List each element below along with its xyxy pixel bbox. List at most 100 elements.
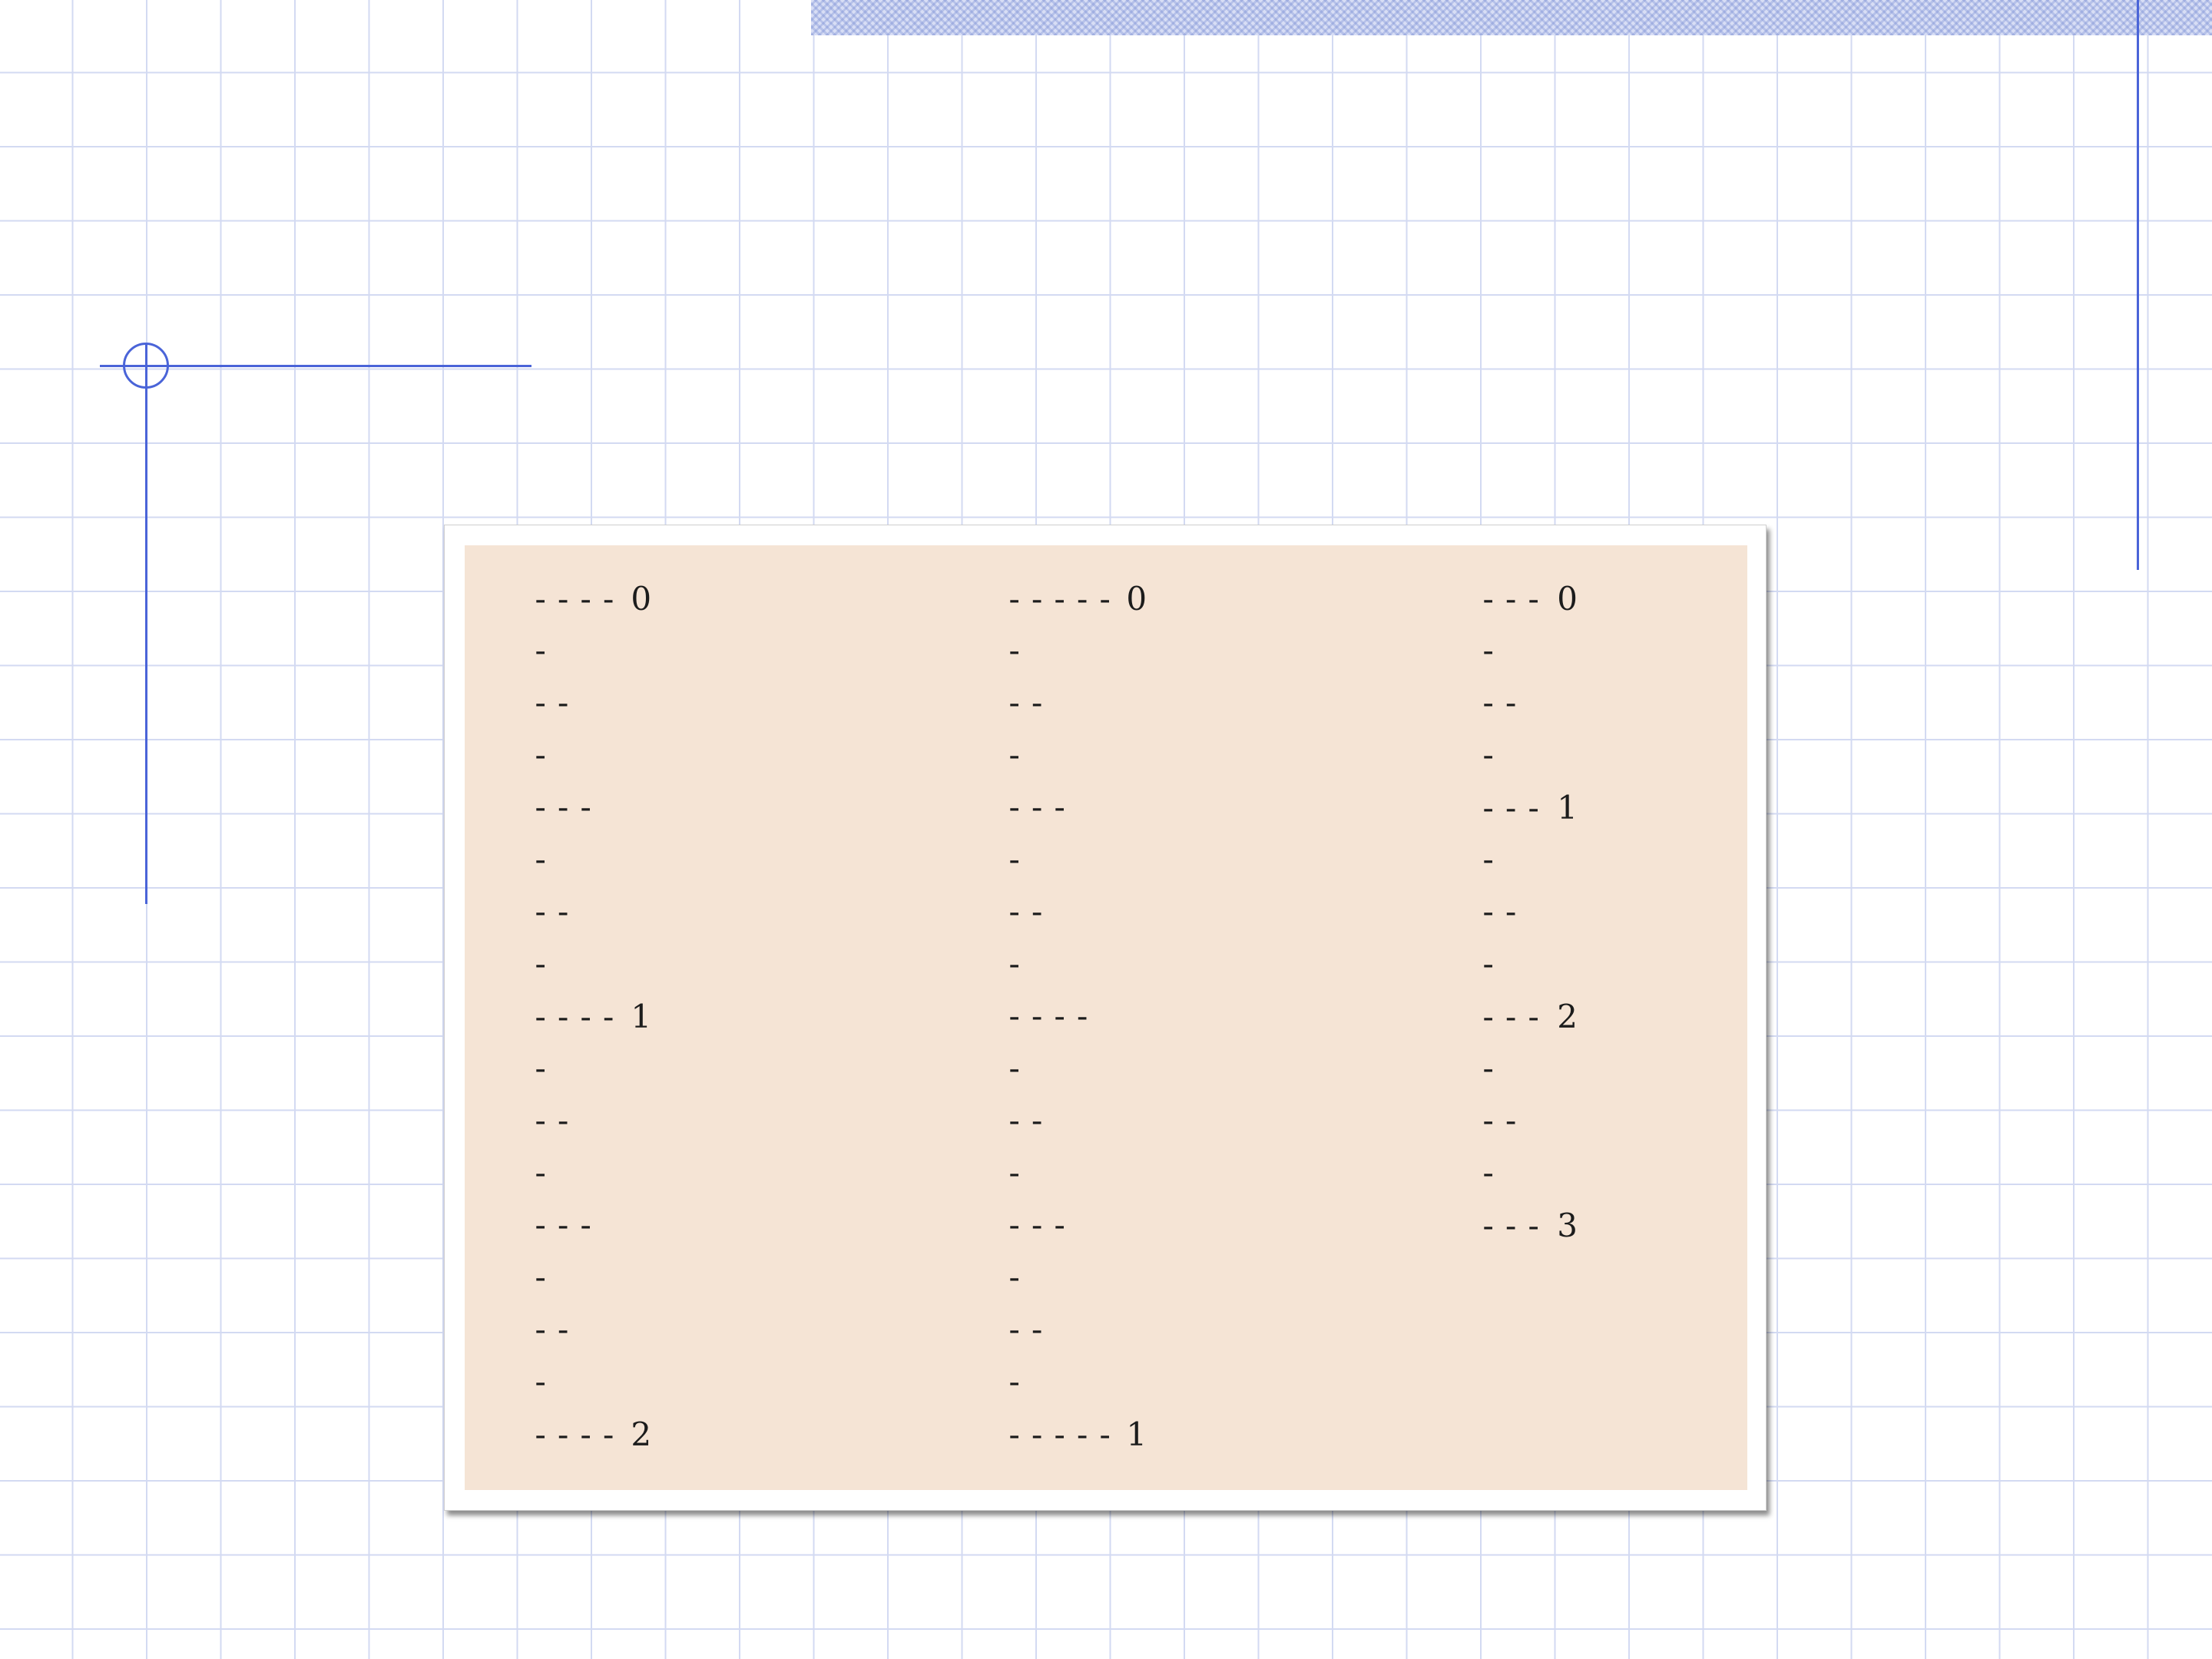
tick-dashes: -- (1479, 686, 1524, 721)
tick-dashes: - (1479, 1156, 1502, 1191)
tick-dashes: - (1005, 1051, 1028, 1087)
ruler-tick: -- (1005, 886, 1048, 939)
ruler-panel: ----0---------------1---------------2 --… (465, 545, 1747, 1490)
ruler-tick: - (531, 939, 552, 991)
tick-dashes: - (1005, 843, 1028, 878)
ruler-tick: ---2 (1479, 991, 1578, 1043)
tick-dashes: - (1479, 843, 1502, 878)
header-decoration-band (811, 0, 2212, 35)
ruler-tick: - (1479, 730, 1500, 782)
tick-dashes: ---- (531, 1418, 621, 1453)
ruler-tick: -----1 (1005, 1409, 1147, 1461)
ruler-tick: --- (1005, 1200, 1069, 1252)
tick-label: 2 (1557, 998, 1578, 1035)
tick-label: 1 (1557, 789, 1578, 826)
ruler-tick: -- (1479, 1095, 1522, 1147)
tick-dashes: -- (531, 1104, 576, 1139)
ruler-tick: ---- 2 (531, 1409, 651, 1461)
tick-dashes: ----- (1005, 582, 1118, 618)
ruler-tick: -- (531, 1095, 574, 1147)
tick-dashes: - (531, 947, 554, 982)
tick-dashes: -- (1005, 1313, 1050, 1348)
ruler-tick: -- (1479, 677, 1522, 730)
tick-dashes: -- (531, 1313, 576, 1348)
tick-dashes: --- (531, 1208, 599, 1243)
ruler-tick: - (1005, 834, 1026, 886)
ruler-tick: - (1005, 1147, 1026, 1200)
ruler-tick: - (531, 625, 552, 677)
tick-dashes: - (1005, 1156, 1028, 1191)
tick-label: 0 (1557, 580, 1578, 618)
tick-dashes: --- (1479, 791, 1547, 826)
ruler-tick: - (531, 1356, 552, 1409)
tick-label: 1 (631, 998, 652, 1035)
ruler-figure: ----0---------------1---------------2 --… (444, 525, 1767, 1511)
tick-dashes: --- (1479, 1209, 1547, 1244)
tick-dashes: - (1005, 947, 1028, 982)
ruler-tick: -- (531, 1304, 574, 1356)
tick-dashes: - (531, 1051, 554, 1087)
tick-dashes: --- (531, 790, 599, 826)
ruler-tick: - (1005, 730, 1026, 782)
tick-dashes: -- (1479, 895, 1524, 930)
tick-label: 2 (631, 1416, 652, 1453)
tick-dashes: ---- (531, 582, 621, 618)
tick-dashes: - (531, 738, 554, 773)
tick-dashes: - (1479, 1051, 1502, 1087)
tick-dashes: - (1479, 947, 1502, 982)
tick-dashes: - (531, 1156, 554, 1191)
ruler-tick: - (531, 730, 552, 782)
tick-dashes: - (1005, 1260, 1028, 1296)
ruler-tick: -- (1005, 1095, 1048, 1147)
ruler-tick: --- 3 (1479, 1200, 1578, 1252)
tick-dashes: -- (1005, 895, 1050, 930)
ruler-tick: -- (1005, 1304, 1048, 1356)
tick-dashes: - (1005, 738, 1028, 773)
tick-dashes: - (531, 1260, 554, 1296)
ruler-tick: -- (531, 677, 574, 730)
ruler-tick: - (1005, 939, 1026, 991)
tick-dashes: - (1479, 738, 1502, 773)
ruler-tick: - (531, 1147, 552, 1200)
ruler-tick: --- (1005, 782, 1069, 834)
ruler-tick: - (1005, 1356, 1026, 1409)
ruler-tick: -- (1005, 677, 1048, 730)
tick-dashes: ---- (1005, 999, 1095, 1035)
tick-dashes: -- (1005, 1104, 1050, 1139)
ruler-tick: - (1005, 1043, 1026, 1095)
right-vertical-rule (2137, 0, 2139, 570)
ruler-tick: - (1005, 625, 1026, 677)
tick-dashes: ---- (531, 1000, 621, 1035)
ruler-tick: ---- 1 (531, 991, 651, 1043)
corner-circle-ornament (123, 343, 169, 389)
tick-dashes: -- (1005, 686, 1050, 721)
ruler-tick: - (1479, 834, 1500, 886)
tick-dashes: -- (531, 686, 576, 721)
ruler-tick: -----0 (1005, 573, 1147, 625)
corner-vertical-rule (145, 343, 147, 904)
tick-dashes: -- (1479, 1104, 1524, 1139)
ruler-tick: - (1479, 1043, 1500, 1095)
tick-dashes: - (1479, 634, 1502, 669)
ruler-tick: - (531, 1043, 552, 1095)
tick-label: 0 (631, 580, 652, 618)
ruler-tick: -- (531, 886, 574, 939)
tick-dashes: -- (531, 895, 576, 930)
tick-label: 3 (1557, 1207, 1578, 1244)
tick-dashes: --- (1005, 1208, 1073, 1243)
tick-dashes: - (531, 634, 554, 669)
tick-dashes: --- (1479, 582, 1547, 618)
tick-dashes: - (531, 1365, 554, 1400)
ruler-tick: --- (531, 782, 595, 834)
ruler-tick: - (531, 834, 552, 886)
tick-label: 1 (1126, 1416, 1147, 1453)
tick-dashes: - (531, 843, 554, 878)
ruler-tick: - (1479, 1147, 1500, 1200)
ruler-tick: ---- 0 (531, 573, 651, 625)
ruler-tick: - (1479, 939, 1500, 991)
ruler-tick: --- 1 (1479, 782, 1578, 834)
tick-dashes: ----- (1005, 1418, 1118, 1453)
tick-dashes: - (1005, 1365, 1028, 1400)
ruler-tick: -- (1479, 886, 1522, 939)
tick-label: 0 (1126, 580, 1147, 618)
